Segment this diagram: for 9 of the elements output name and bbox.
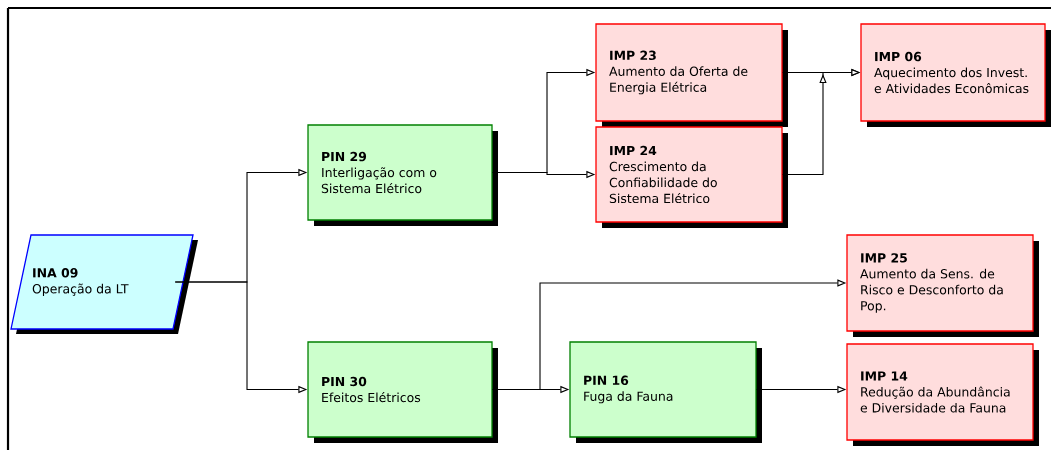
impact-box: IMP 23 Aumento da Oferta de Energia Elétrica xyxy=(595,23,788,127)
input-parallelogram: INA 09 Operação da LT xyxy=(10,234,198,334)
impact-box: IMP 24 Crescimento da Confiabilidade do Sistema Elétrico xyxy=(595,126,788,228)
impact-box: IMP 14 Redução da Abundância e Diversidade da Fauna xyxy=(846,343,1039,446)
impact-box: IMP 25 Aumento da Sens. de Risco e Desconforto da Pop. xyxy=(846,234,1039,337)
process-box: PIN 29 Interligação com o Sistema Elétrico xyxy=(307,124,498,226)
impact-box: IMP 06 Aquecimento dos Invest. e Atividades Econômicas xyxy=(860,23,1051,127)
process-box: PIN 16 Fuga da Fauna xyxy=(569,341,762,443)
process-box: PIN 30 Efeitos Elétricos xyxy=(307,341,498,443)
